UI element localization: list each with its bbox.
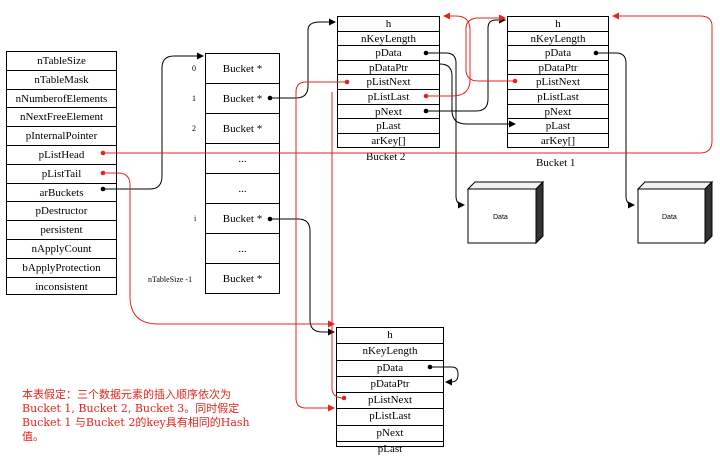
bucket-1-caption: Bucket 1 (536, 157, 576, 169)
index-label: nTableSize -1 (148, 275, 193, 284)
bucket-slot-ellipsis: ... (206, 174, 279, 204)
b2-plast: pLast (338, 119, 439, 134)
b1-plistlast: pListLast (508, 90, 608, 105)
b1-pdata: pData (508, 46, 608, 61)
assumption-note: 本表假定：三个数据元素的插入顺序依次为Bucket 1, Bucket 2, B… (22, 388, 250, 443)
data-label: Data (662, 214, 677, 221)
bucket-slot-ellipsis: ... (206, 144, 279, 174)
b2-pdataptr: pDataPtr (338, 61, 439, 76)
b1-plast-pointer (439, 63, 516, 128)
b2-h: h (338, 17, 439, 32)
index-label: 0 (192, 64, 196, 73)
index-label: i (194, 214, 197, 223)
field-plisttail: pListTail (7, 165, 116, 184)
b3-plast: pLast (377, 443, 403, 456)
arbuckets-array: Bucket * Bucket * Bucket * ... ... Bucke… (205, 53, 280, 294)
bucket-slot-ellipsis: ... (206, 234, 279, 264)
field-ntablemask: nTableMask (7, 71, 116, 90)
bucket-2: h nKeyLength pData pDataPtr pListNext pL… (337, 16, 440, 148)
b3-h: h (337, 328, 443, 345)
b3-pdataptr: pDataPtr (337, 377, 443, 394)
bucket-slot-0: Bucket * (206, 54, 279, 84)
field-plisthead: pListHead (7, 146, 116, 165)
b2-nkeylength: nKeyLength (338, 32, 439, 47)
hashtable-struct: nTableSize nTableMask nNumberofElements … (6, 51, 117, 295)
index-label: 1 (192, 94, 196, 103)
bucket-slot-i: Bucket * (206, 204, 279, 234)
b2-pdata: pData (338, 46, 439, 61)
bucket-slot-1: Bucket * (206, 84, 279, 114)
b2-pnext: pNext (338, 105, 439, 120)
b1-h: h (508, 17, 608, 32)
b2-plistnext: pListNext (338, 75, 439, 90)
bucket-slot-last: Bucket * (222, 273, 263, 285)
field-persistent: persistent (7, 221, 116, 240)
data-box-b2: Data (466, 180, 545, 245)
field-napplycount: nApplyCount (7, 240, 116, 259)
b2-arkey: arKey[] (371, 134, 406, 147)
b3-nkeylength: nKeyLength (337, 344, 443, 361)
b1-plast: pLast (508, 119, 608, 134)
b1-arkey: arKey[] (540, 134, 576, 147)
field-nnextfreeelement: nNextFreeElement (7, 108, 116, 128)
b3-pnext: pNext (337, 426, 443, 443)
bucket-slot-2: Bucket * (206, 114, 279, 144)
field-nnumberofelements: nNumberofElements (7, 90, 116, 109)
b3-plistlast: pListLast (337, 409, 443, 426)
field-pdestructor: pDestructor (7, 202, 116, 222)
bucket-1: h nKeyLength pData pDataPtr pListNext pL… (507, 16, 609, 148)
b1-plistnext: pListNext (508, 75, 608, 90)
b1-nkeylength: nKeyLength (508, 32, 608, 47)
field-arbuckets: arBuckets (7, 184, 116, 203)
b2-plistlast: pListLast (338, 90, 439, 105)
data-box-b1: Data (636, 180, 714, 245)
data-label: Data (493, 214, 508, 221)
b1-pnext: pNext (508, 105, 608, 120)
arbuckets-pointer (103, 52, 204, 190)
bucket-3: h nKeyLength pData pDataPtr pListNext pL… (336, 327, 444, 455)
field-inconsistent: inconsistent (35, 280, 88, 293)
b3-plistnext: pListNext (337, 393, 443, 410)
bucket-2-caption: Bucket 2 (366, 151, 406, 163)
field-ntablesize: nTableSize (7, 52, 116, 71)
index-label: 2 (192, 124, 196, 133)
b3-pdata: pData (337, 361, 443, 377)
field-pinternalpointer: pInternalPointer (7, 127, 116, 146)
b1-pdataptr: pDataPtr (508, 61, 608, 76)
field-bapplyprotection: bApplyProtection (7, 259, 116, 278)
